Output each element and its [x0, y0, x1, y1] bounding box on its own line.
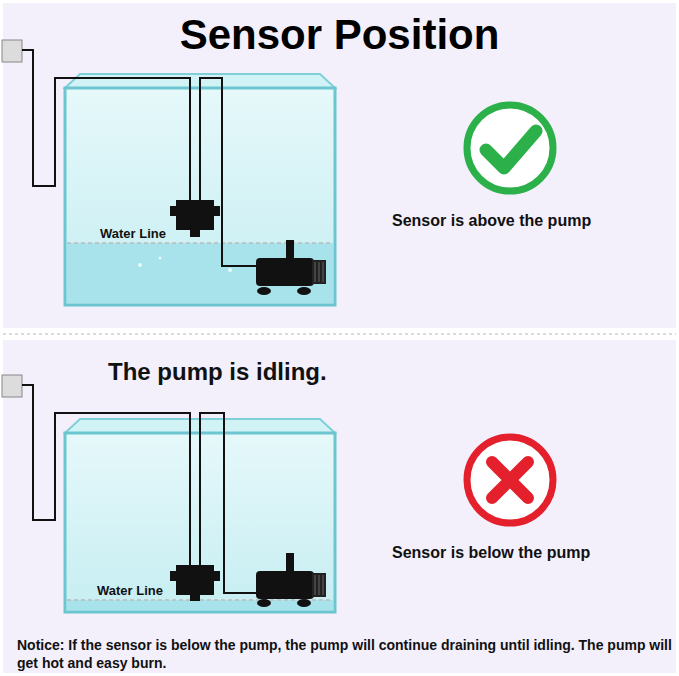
correct-note: Sensor is above the pump [392, 211, 591, 232]
wall-socket [2, 40, 22, 62]
cross-mark [467, 437, 553, 523]
wrong-note: Sensor is below the pump [392, 543, 590, 564]
panel-heading: The pump is idling. [108, 356, 327, 387]
pump [256, 553, 326, 607]
check-mark [467, 105, 553, 191]
separator [3, 334, 676, 335]
title: Sensor Position [0, 10, 679, 60]
bottom-panel [3, 340, 676, 673]
pump [256, 240, 326, 295]
sensor [170, 200, 220, 237]
sensor-wire [22, 385, 190, 567]
wall-socket [2, 375, 22, 397]
pump-wire [200, 78, 256, 266]
notice: Notice: If the sensor is below the pump,… [17, 636, 672, 672]
water-line-label: Water Line [100, 226, 166, 243]
top-tank [65, 74, 335, 305]
sensor [170, 565, 220, 601]
sensor-wire [22, 50, 190, 202]
water-line-label: Water Line [97, 583, 163, 600]
